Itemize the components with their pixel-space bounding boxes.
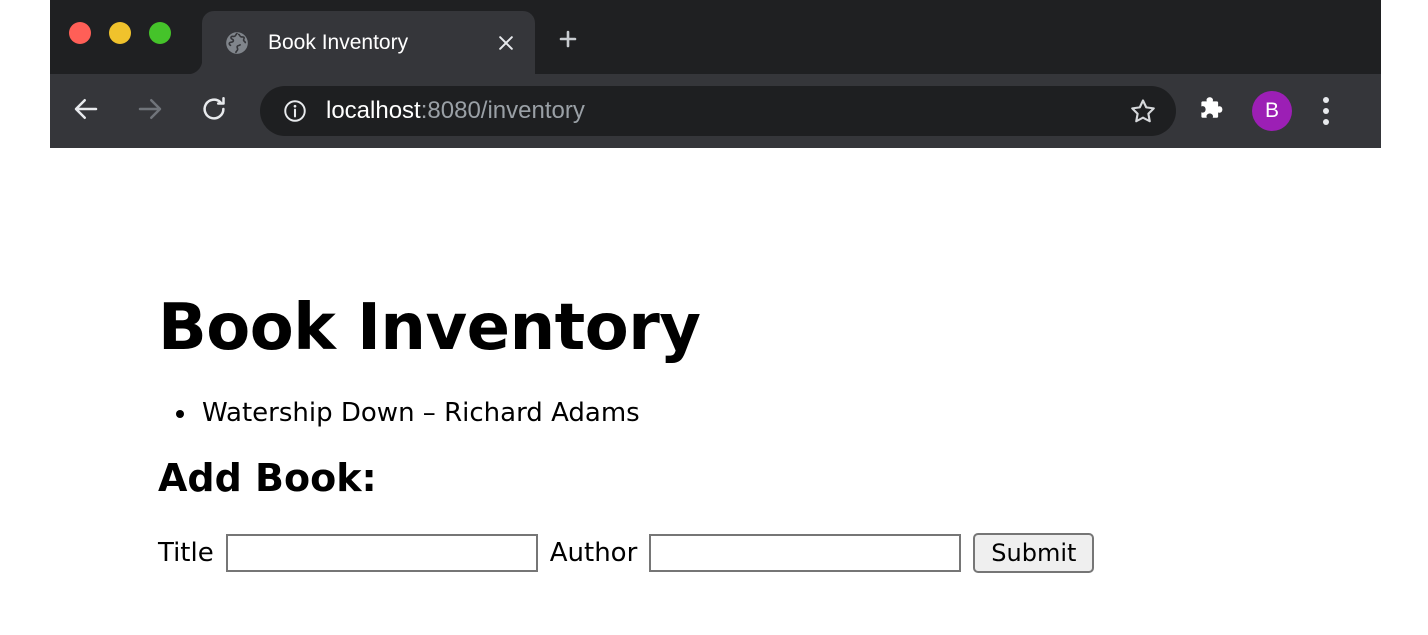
back-button[interactable] <box>64 89 108 133</box>
extensions-button[interactable] <box>1190 89 1234 133</box>
close-window-button[interactable] <box>69 22 91 44</box>
author-input[interactable] <box>649 534 962 573</box>
tab-title: Book Inventory <box>268 30 409 54</box>
puzzle-piece-icon <box>1197 94 1227 128</box>
browser-window: Book Inventory <box>50 0 1381 148</box>
submit-button[interactable]: Submit <box>973 533 1095 574</box>
avatar[interactable]: B <box>1252 91 1292 131</box>
forward-button <box>128 89 172 133</box>
address-bar-url: localhost:8080/inventory <box>326 97 585 125</box>
window-controls <box>69 22 171 44</box>
url-host: localhost <box>326 97 421 124</box>
list-item: Watership Down – Richard Adams <box>198 396 1428 431</box>
author-label: Author <box>549 538 638 569</box>
menu-dot <box>1323 97 1329 103</box>
reload-button[interactable] <box>192 89 236 133</box>
arrow-left-icon <box>71 94 101 128</box>
page-viewport: Book Inventory Watership Down – Richard … <box>0 148 1428 635</box>
info-circle-icon[interactable] <box>282 98 308 124</box>
plus-icon <box>556 27 580 55</box>
new-tab-button[interactable] <box>548 21 588 61</box>
menu-dot <box>1323 108 1329 114</box>
add-book-form: Title Author Submit <box>158 533 1428 574</box>
url-path: :8080/inventory <box>420 97 585 124</box>
maximize-window-button[interactable] <box>149 22 171 44</box>
title-input[interactable] <box>225 534 538 573</box>
book-list: Watership Down – Richard Adams <box>158 396 1428 431</box>
add-book-heading: Add Book: <box>158 456 377 501</box>
menu-dot <box>1323 119 1329 125</box>
three-dots-vertical-icon[interactable] <box>1306 91 1346 131</box>
globe-icon <box>224 30 250 56</box>
star-icon[interactable] <box>1124 92 1162 130</box>
page-title: Book Inventory <box>158 291 701 365</box>
browser-tab-book-inventory[interactable]: Book Inventory <box>202 11 535 74</box>
address-bar[interactable]: localhost:8080/inventory <box>260 86 1176 136</box>
page-content: Book Inventory Watership Down – Richard … <box>0 148 1428 574</box>
reload-icon <box>199 94 229 128</box>
arrow-right-icon <box>135 94 165 128</box>
close-icon[interactable] <box>489 26 523 60</box>
minimize-window-button[interactable] <box>109 22 131 44</box>
browser-toolbar: localhost:8080/inventory B <box>50 74 1381 148</box>
title-label: Title <box>158 538 214 569</box>
tab-strip: Book Inventory <box>50 0 1381 74</box>
